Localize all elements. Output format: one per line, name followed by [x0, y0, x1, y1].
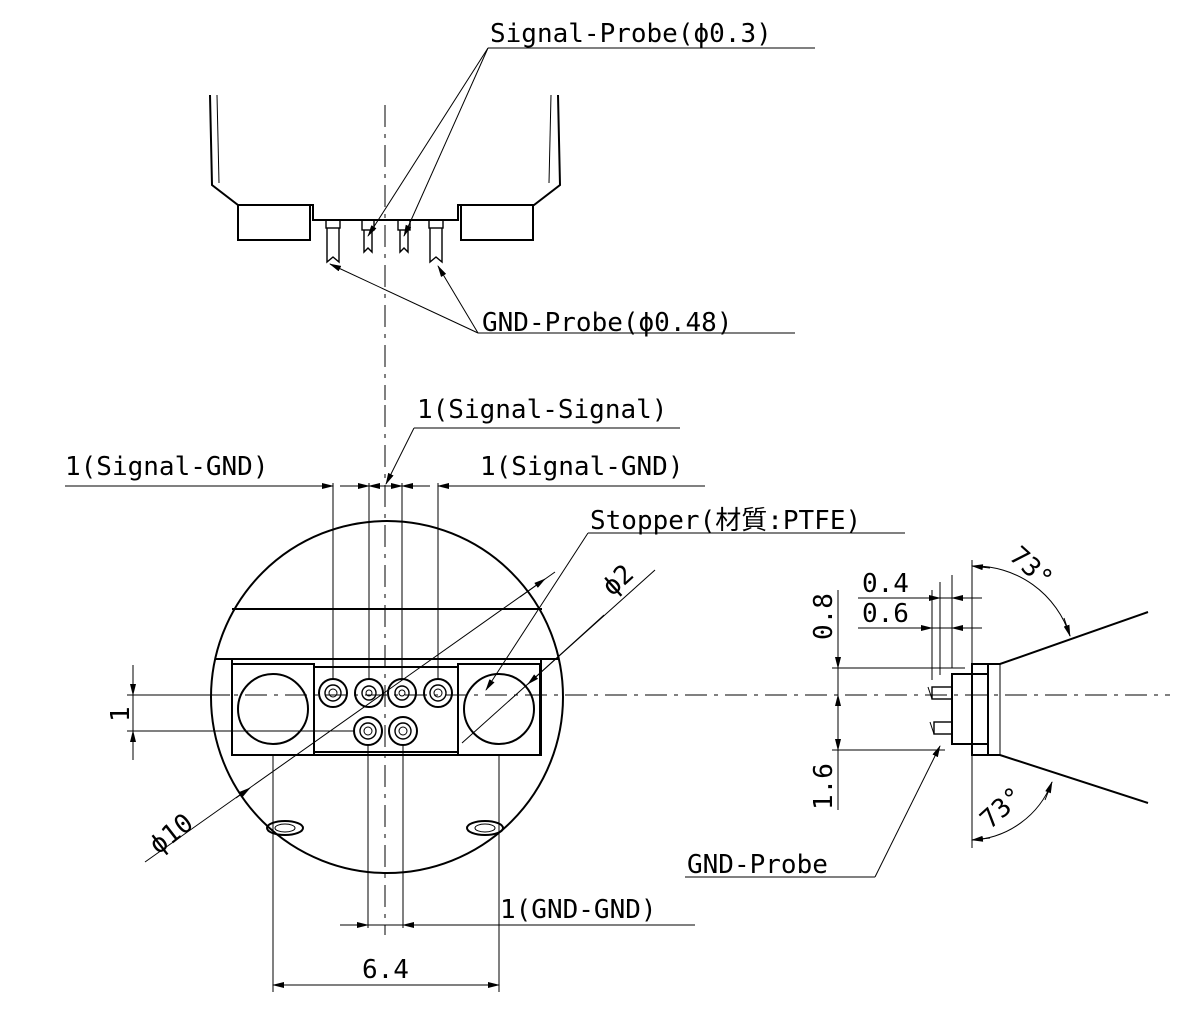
pitch-signal-signal-label: 1(Signal-Signal) [417, 395, 667, 425]
pitch-gnd-gnd-label: 1(GND-GND) [500, 895, 657, 925]
top-left-block [237, 204, 311, 241]
signal-probe-label: Signal-Probe(ϕ0.3) [490, 19, 772, 49]
body-circle [210, 520, 564, 874]
mount-slot-right [466, 820, 504, 836]
dim-0-8-label: 0.8 [809, 593, 839, 640]
stopper-left [231, 663, 315, 756]
gnd-probe-top-label: GND-Probe(ϕ0.48) [482, 308, 732, 338]
probe-tip-signal-2 [387, 678, 417, 708]
top-right-block [460, 204, 534, 241]
side-stopper-block [951, 673, 989, 745]
probe-insert [313, 666, 459, 753]
dim-0-4-label: 0.4 [862, 569, 909, 599]
stopper-hole-right [463, 673, 535, 745]
side-probe-lower [933, 721, 953, 735]
hole-diameter-label: ϕ2 [597, 559, 640, 602]
gnd-probe-side-label: GND-Probe [687, 850, 828, 880]
front-view: 1(Signal-GND) 1(Signal-Signal) 1(Signal-… [65, 395, 1170, 992]
angle-bottom-label: 73° [975, 781, 1030, 835]
top-gnd-probe-left [325, 219, 341, 264]
angle-top-label: 73° [1003, 541, 1058, 595]
probe-tip-gnd-3 [353, 716, 383, 746]
stopper-label: Stopper(材質:PTFE) [590, 506, 861, 536]
dim-1-6-label: 1.6 [809, 763, 839, 810]
top-gnd-probe-right [428, 219, 444, 264]
pitch-signal-gnd-left-label: 1(Signal-GND) [65, 452, 269, 482]
side-view: 0.4 0.6 0.8 1.6 73° 73° GND-Probe [685, 541, 1149, 880]
pitch-signal-gnd-right-label: 1(Signal-GND) [480, 452, 684, 482]
width-6-4-label: 6.4 [362, 955, 409, 985]
top-body-outline [209, 94, 562, 221]
side-probe-upper [931, 686, 953, 700]
body-diameter-label: ϕ10 [144, 808, 199, 861]
side-cone-body [971, 611, 1149, 804]
dim-0-6-label: 0.6 [862, 599, 909, 629]
probe-tip-gnd-4 [388, 716, 418, 746]
top-view: Signal-Probe(ϕ0.3) GND-Probe(ϕ0.48) [209, 19, 815, 400]
mount-slot-left [266, 820, 304, 836]
stopper-hole-left [237, 673, 309, 745]
probe-tip-signal-1 [354, 678, 384, 708]
pitch-vertical-label: 1 [106, 706, 136, 722]
probe-tip-gnd-2 [423, 678, 453, 708]
probe-tip-gnd-1 [318, 678, 348, 708]
